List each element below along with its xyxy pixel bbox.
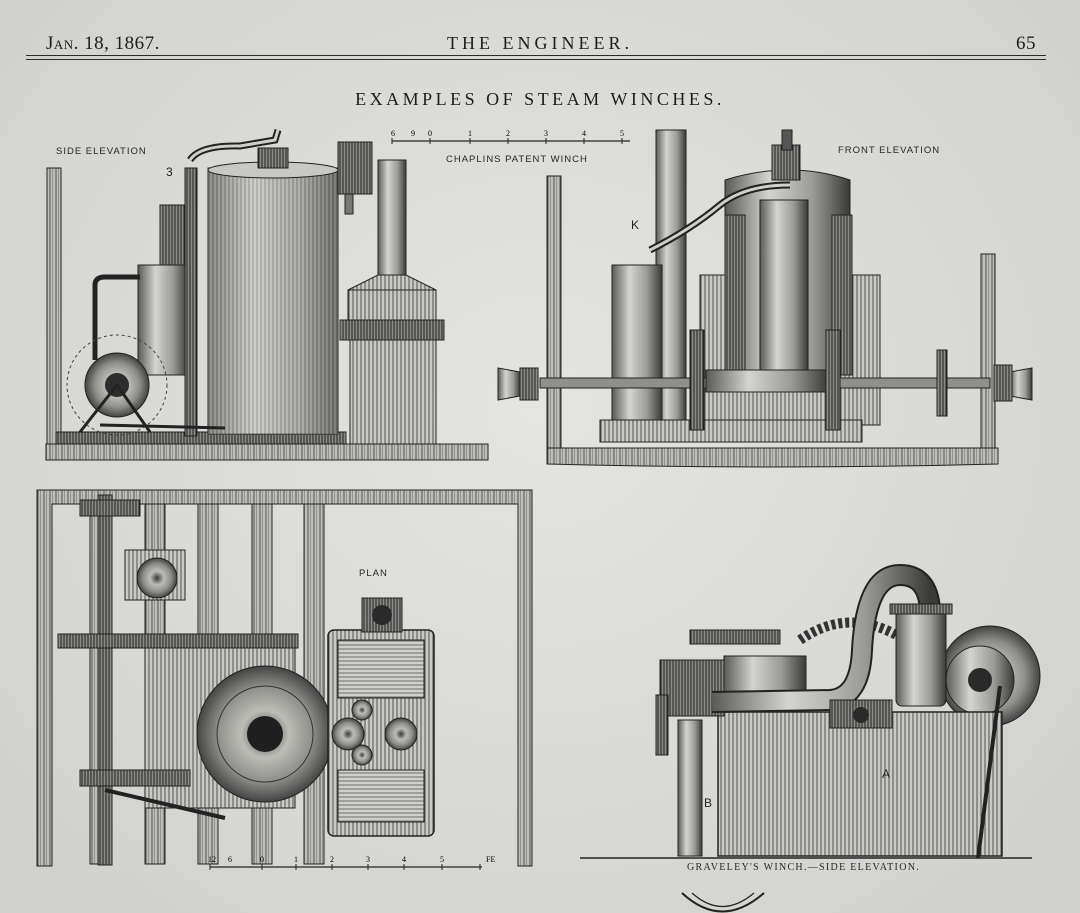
top-scale-tick: 2 xyxy=(506,129,510,138)
top-scale-tick: 4 xyxy=(582,129,586,138)
graveley-label-b: B xyxy=(704,796,712,810)
front-label-k: K xyxy=(631,218,639,232)
graveley-label-a: A xyxy=(882,767,890,781)
partial-figure-arc-inner xyxy=(691,892,755,907)
front-elevation-drawing: K xyxy=(497,129,1033,468)
side-label-3: 3 xyxy=(166,165,173,179)
bottom-scale-tick: 4 xyxy=(402,855,406,864)
issue-date: Jan. 18, 1867. xyxy=(46,33,160,54)
bottom-scale-tick: 1 xyxy=(294,855,298,864)
page-number: 65 xyxy=(1016,33,1036,54)
bottom-scale-bar: 12 6 0 1 2 3 4 5 FE xyxy=(208,855,495,870)
bottom-scale-tick: 2 xyxy=(330,855,334,864)
bottom-scale-tick: 3 xyxy=(366,855,370,864)
top-scale-tick: 0 xyxy=(428,129,432,138)
header-rule-top xyxy=(26,55,1046,56)
top-scale-bar: 6 9 0 1 2 3 4 5 xyxy=(391,129,630,144)
top-scale-tick: 5 xyxy=(620,129,624,138)
caption-plan: PLAN xyxy=(359,568,388,579)
top-scale-tick: 6 xyxy=(391,129,395,138)
bottom-scale-tick: 0 xyxy=(260,855,264,864)
bottom-scale-unit: FE xyxy=(486,855,495,864)
caption-front-elevation: FRONT ELEVATION xyxy=(838,145,941,156)
journal-title: THE ENGINEER. xyxy=(447,33,633,53)
side-elevation-drawing: 3 xyxy=(45,128,489,461)
top-scale-tick: 3 xyxy=(544,129,548,138)
top-scale-tick: 1 xyxy=(468,129,472,138)
caption-side-elevation: SIDE ELEVATION xyxy=(56,146,147,157)
caption-graveley-winch: GRAVELEY'S WINCH.—SIDE ELEVATION. xyxy=(687,862,921,873)
bottom-scale-tick: 6 xyxy=(228,855,232,864)
bottom-scale-tick: 5 xyxy=(440,855,444,864)
article-title: EXAMPLES OF STEAM WINCHES. xyxy=(355,89,725,109)
top-scale-tick: 9 xyxy=(411,129,415,138)
bottom-scale-tick: 12 xyxy=(208,855,216,864)
header-rule-bottom xyxy=(26,59,1046,60)
graveley-winch-drawing: A B xyxy=(580,563,1041,859)
plan-drawing xyxy=(36,489,533,867)
caption-chaplins-patent-winch: CHAPLINS PATENT WINCH xyxy=(446,154,588,165)
partial-figure-arc xyxy=(681,892,765,913)
